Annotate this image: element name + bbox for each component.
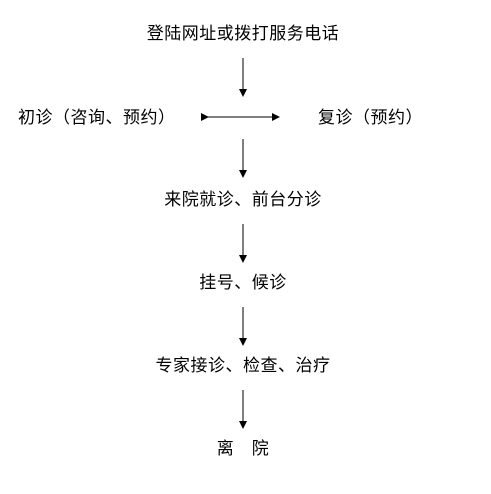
step-registration-wait: 挂号、候诊: [199, 273, 287, 293]
step-first-visit: 初诊（咨询、预约）: [18, 108, 176, 128]
step-leave-hospital: 离 院: [216, 439, 270, 459]
step-expert-exam-treatment: 专家接诊、检查、治疗: [155, 356, 331, 376]
step-return-visit: 复诊（预约）: [318, 108, 423, 128]
step-arrive-triage: 来院就诊、前台分诊: [164, 190, 322, 210]
step-register-or-call: 登陆网址或拨打服务电话: [146, 24, 340, 44]
